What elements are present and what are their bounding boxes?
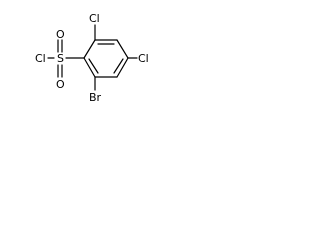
ring-double-bond-c4-c5 (113, 58, 124, 74)
bromine-label: Br (89, 91, 102, 104)
ring-bond-c6-c1 (83, 57, 96, 78)
ring-bond-c1-c2 (83, 39, 96, 59)
oxygen-top-label: O (56, 28, 65, 41)
sulfonyl-chlorine-label: Cl (35, 52, 46, 65)
chlorine-top-label: Cl (89, 12, 100, 25)
benzene-ring (83, 39, 129, 78)
chlorine-right-label: Cl (138, 52, 149, 65)
ring-bond-c4-c5 (116, 57, 129, 78)
sulfur-label: S (57, 52, 64, 65)
oxygen-bottom-label: O (56, 78, 65, 91)
chemical-structure: Cl Cl S O O Cl Br (35, 12, 149, 104)
ring-bond-c3-c4 (116, 39, 129, 59)
ring-double-bond-c6-c1 (88, 58, 99, 74)
